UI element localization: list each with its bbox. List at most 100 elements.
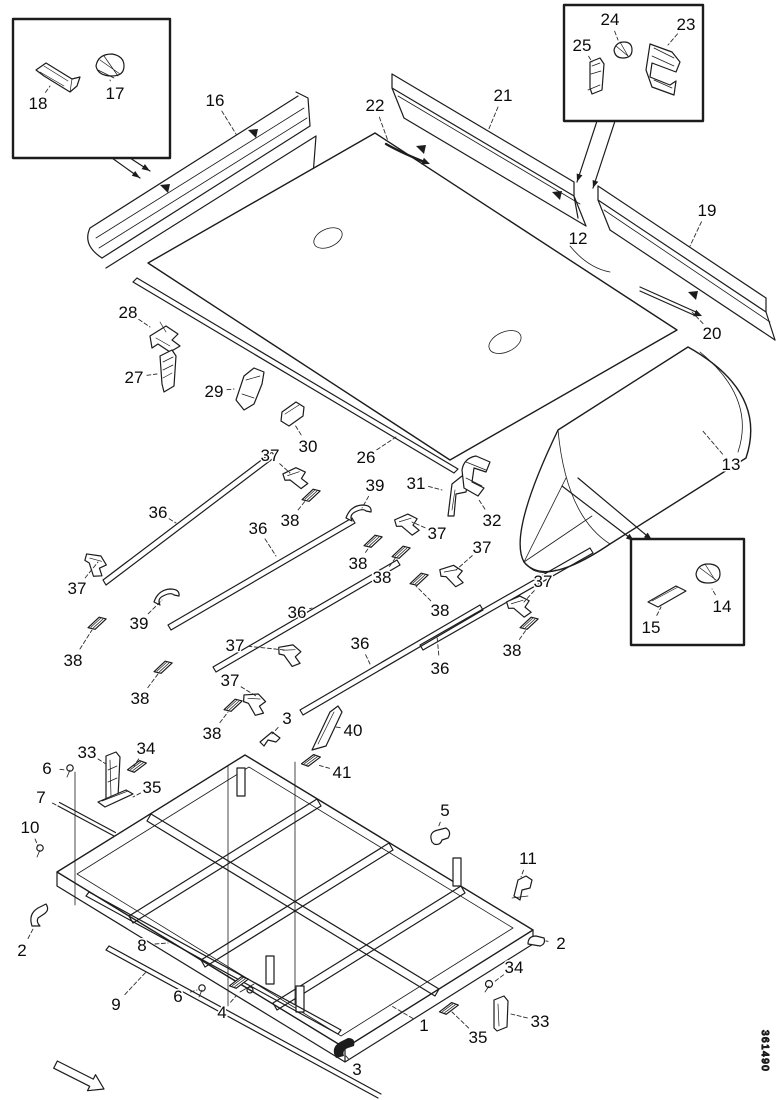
leader-line <box>588 55 593 63</box>
leader-line <box>133 758 140 767</box>
leader-line <box>378 116 389 142</box>
part-label-12: 12 <box>569 229 588 248</box>
leader-line <box>45 85 51 93</box>
part-label-26: 26 <box>357 448 376 467</box>
part-28-bracket <box>149 321 181 353</box>
part-label-41: 41 <box>333 763 352 782</box>
part-label-33: 33 <box>531 1012 550 1031</box>
part-label-2: 2 <box>17 941 26 960</box>
direction-arrow <box>53 1060 105 1092</box>
part-label-17: 17 <box>106 84 125 103</box>
part-14-clip <box>695 563 721 584</box>
part-label-39: 39 <box>366 476 385 495</box>
leader-line <box>415 585 432 602</box>
rail-26 <box>132 277 459 474</box>
part-23-clamp <box>645 43 681 96</box>
part-5-hook-bolt <box>430 827 451 846</box>
part-label-6: 6 <box>42 759 51 778</box>
part-label-32: 32 <box>483 511 502 530</box>
mid-brackets <box>149 321 491 517</box>
strips-8-9 <box>85 891 382 1099</box>
part-41-pad <box>299 752 323 769</box>
part-17-clip <box>95 53 125 79</box>
part-label-34: 34 <box>505 958 524 977</box>
part-label-36: 36 <box>149 503 168 522</box>
part-label-13: 13 <box>722 455 741 474</box>
part-35-pad-right <box>437 1000 461 1017</box>
part-3-clamp <box>259 731 281 747</box>
part-label-16: 16 <box>206 91 225 110</box>
part-label-37: 37 <box>428 524 447 543</box>
part-7-strip <box>57 801 117 837</box>
leader-line <box>226 388 235 391</box>
part-label-40: 40 <box>344 721 363 740</box>
part-label-38: 38 <box>503 641 522 660</box>
leader-line <box>317 764 330 769</box>
leader-line <box>221 110 237 135</box>
leader-line <box>389 556 397 567</box>
figure-number: 361490 <box>759 1030 770 1072</box>
leader-line <box>219 711 229 724</box>
part-label-21: 21 <box>494 86 513 105</box>
vertical-leader-lines <box>74 761 296 1007</box>
part-label-20: 20 <box>703 324 722 343</box>
leader-line <box>240 686 257 697</box>
leader-line <box>691 311 704 325</box>
leader-line <box>389 1004 414 1019</box>
panel-12 <box>147 132 678 461</box>
leader-line <box>84 561 99 579</box>
leader-line <box>97 758 107 765</box>
part-label-36: 36 <box>431 659 450 678</box>
part-40-strut <box>311 705 343 751</box>
leader-line <box>230 995 237 1003</box>
strip-20 <box>639 286 702 317</box>
inset-box-top-left <box>11 17 172 179</box>
part-35-strip-left <box>97 789 134 808</box>
panel-hole <box>488 330 522 354</box>
part-label-36: 36 <box>351 634 370 653</box>
part-label-6: 6 <box>173 987 182 1006</box>
part-label-18: 18 <box>29 94 48 113</box>
leader-line <box>279 463 291 474</box>
part-label-10: 10 <box>21 818 40 837</box>
leader-line <box>27 928 34 939</box>
leader-line <box>147 673 159 689</box>
leader-line <box>345 1055 350 1060</box>
inset-box-cover-clips <box>629 537 746 647</box>
leader-line <box>689 221 702 247</box>
bottom-hardware <box>30 751 546 1058</box>
part-label-4: 4 <box>217 1003 226 1022</box>
part-label-37: 37 <box>226 636 245 655</box>
part-25-bracket <box>587 57 605 95</box>
part-label-38: 38 <box>349 554 368 573</box>
part-label-36: 36 <box>249 519 268 538</box>
part-label-15: 15 <box>642 618 661 637</box>
side-rail-19 <box>597 185 776 341</box>
part-label-19: 19 <box>698 201 717 220</box>
leader-line <box>146 373 158 376</box>
leader-line <box>523 590 535 603</box>
part-label-2: 2 <box>556 934 565 953</box>
leader-line <box>451 1011 470 1029</box>
leader-line <box>189 989 198 993</box>
part-15-strip <box>647 585 687 608</box>
leader-line <box>154 942 169 945</box>
part-4-cluster <box>198 974 255 998</box>
part-label-7: 7 <box>36 788 45 807</box>
leader-line <box>437 821 441 829</box>
part-label-29: 29 <box>205 382 224 401</box>
leader-line <box>124 971 147 995</box>
leader-line <box>701 429 724 455</box>
strip-22 <box>384 142 430 165</box>
part-33-bracket-right <box>493 995 509 1032</box>
leader-line <box>376 436 397 451</box>
part-label-38: 38 <box>281 511 300 530</box>
leader-line <box>614 30 619 41</box>
leader-line <box>656 606 662 616</box>
leader-line <box>478 499 486 510</box>
part-label-3: 3 <box>352 1060 361 1079</box>
inset-box-top-right <box>562 3 705 189</box>
part-3-clamp-bottom <box>333 1038 355 1058</box>
leader-line <box>52 802 59 807</box>
